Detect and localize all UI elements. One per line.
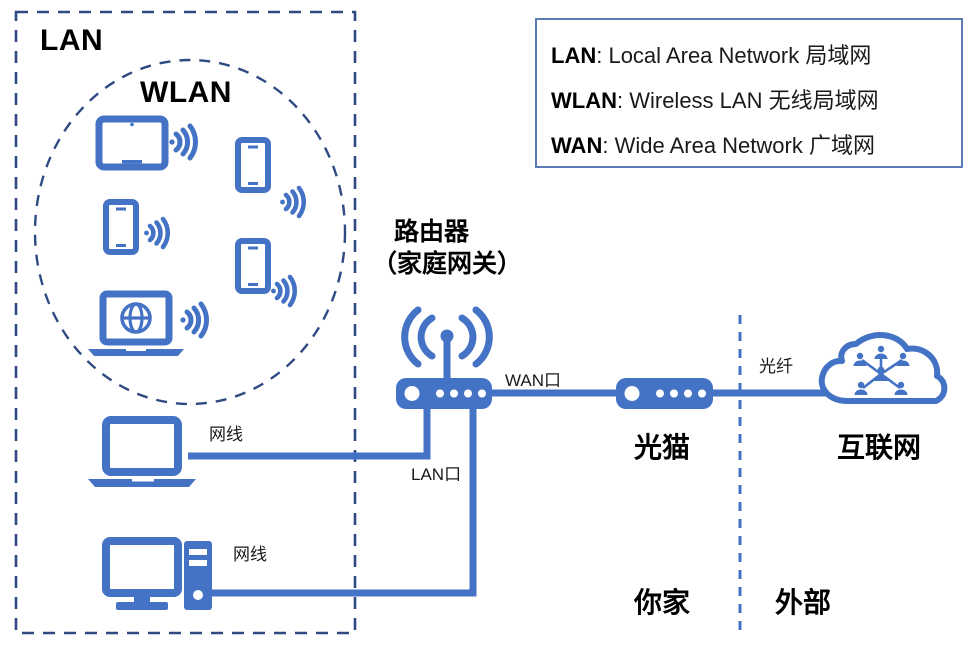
cable-laptop-to-router [188, 404, 431, 460]
lan-boundary-rect [14, 10, 357, 635]
device-phone-right-lower-icon [235, 238, 271, 294]
wan-port-label: WAN口 [505, 371, 562, 390]
device-desktop-pc-icon [102, 537, 212, 610]
legend-expansion-wan: Wide Area Network [614, 133, 809, 158]
legend-abbr-wlan: WLAN [551, 88, 617, 113]
wifi-arc-phone-right-upper-icon [280, 185, 307, 219]
cable-desktop-to-router [208, 404, 477, 597]
lan-port-label: LAN口 [411, 465, 462, 484]
wifi-arc-phone-left-upper-icon [144, 216, 171, 250]
internet-label: 互联网 [837, 432, 922, 463]
wifi-arc-phone-right-lower-icon [271, 274, 298, 308]
legend-abbr-wan: WAN [551, 133, 603, 158]
wifi-arc-tablet-icon [169, 123, 198, 161]
legend-row-wlan: WLAN: Wireless LAN 无线局域网 [551, 83, 879, 115]
ethernet-label-desktop: 网线 [233, 545, 267, 564]
legend-sep-wan: : [602, 133, 615, 158]
modem-body-icon [616, 378, 713, 409]
legend-row-lan: LAN: Local Area Network 局域网 [551, 38, 871, 70]
zone-label-home: 你家 [634, 587, 691, 618]
router-antenna-icon [401, 306, 493, 382]
legend-row-wan: WAN: Wide Area Network 广域网 [551, 128, 875, 160]
legend-sep-lan: : [596, 43, 609, 68]
device-phone-left-upper-icon [103, 199, 139, 255]
lan-title: LAN [40, 24, 104, 57]
wlan-boundary-ellipse [33, 58, 347, 406]
legend-expansion-lan: Local Area Network [608, 43, 806, 68]
device-tablet-icon [95, 115, 169, 171]
ethernet-label-laptop: 网线 [209, 425, 243, 444]
legend-chinese-lan: 局域网 [805, 43, 872, 68]
wifi-arc-laptop-globe-icon [180, 301, 209, 339]
legend-abbr-lan: LAN [551, 43, 597, 68]
legend-chinese-wan: 广域网 [808, 133, 875, 158]
legend-expansion-wlan: Wireless LAN [629, 88, 769, 113]
device-laptop-globe-icon [88, 290, 184, 356]
router-body-icon [396, 378, 492, 409]
legend-box: LAN: Local Area Network 局域网 WLAN: Wirele… [535, 18, 963, 168]
router-label-line1: 路由器 [394, 218, 470, 246]
internet-cloud-icon [818, 332, 948, 404]
router-label-line2: （家庭网关） [372, 250, 523, 278]
device-phone-right-upper-icon [235, 137, 271, 193]
legend-sep-wlan: : [616, 88, 630, 113]
legend-chinese-wlan: 无线局域网 [768, 88, 879, 113]
modem-label: 光猫 [634, 432, 691, 463]
device-wired-laptop-icon [88, 416, 196, 487]
wlan-title: WLAN [140, 76, 232, 109]
fiber-label: 光纤 [759, 357, 793, 376]
zone-label-external: 外部 [775, 587, 832, 618]
